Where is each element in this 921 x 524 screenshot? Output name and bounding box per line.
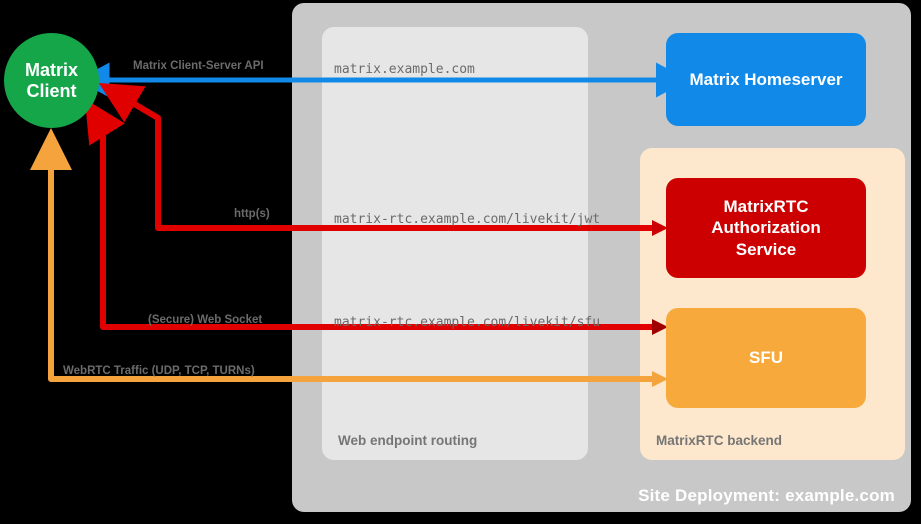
edge-label-client-server-api: Matrix Client-Server API — [133, 60, 264, 72]
edge-label-http-s: http(s) — [234, 208, 270, 220]
web-endpoint-routing-label: Web endpoint routing — [338, 433, 478, 448]
site-deployment-label: Site Deployment: example.com — [638, 486, 895, 505]
node-auth-line3: Service — [735, 239, 797, 259]
node-matrix-client-line1: Matrix — [24, 59, 78, 80]
web-endpoint-routing-container: Web endpoint routing — [322, 27, 588, 460]
endpoint-matrix-example-com: matrix.example.com — [334, 62, 475, 77]
node-matrixrtc-authorization-service[interactable]: MatrixRTC Authorization Service — [666, 178, 866, 278]
node-auth-line1: MatrixRTC — [723, 197, 809, 217]
node-sfu-label: SFU — [749, 348, 783, 368]
node-sfu[interactable]: SFU — [666, 308, 866, 408]
node-matrix-client[interactable]: Matrix Client — [4, 33, 99, 128]
node-matrix-homeserver-label: Matrix Homeserver — [689, 69, 843, 89]
edge-label-secure-web-socket: (Secure) Web Socket — [148, 314, 263, 326]
node-auth-line2: Authorization — [711, 218, 821, 238]
endpoint-livekit-jwt: matrix-rtc.example.com/livekit/jwt — [334, 212, 601, 227]
matrixrtc-backend-label: MatrixRTC backend — [656, 433, 783, 448]
edge-livekit-jwt — [98, 82, 660, 231]
node-matrix-client-line2: Client — [26, 80, 77, 101]
node-matrix-homeserver[interactable]: Matrix Homeserver — [666, 33, 866, 126]
edge-label-webrtc-traffic: WebRTC Traffic (UDP, TCP, TURNs) — [63, 365, 255, 377]
edge-webrtc-media — [29, 128, 660, 382]
edge-livekit-sfu — [84, 98, 660, 330]
edge-arrowheads-backend — [652, 220, 668, 387]
endpoint-livekit-sfu: matrix-rtc.example.com/livekit/sfu — [334, 315, 601, 330]
